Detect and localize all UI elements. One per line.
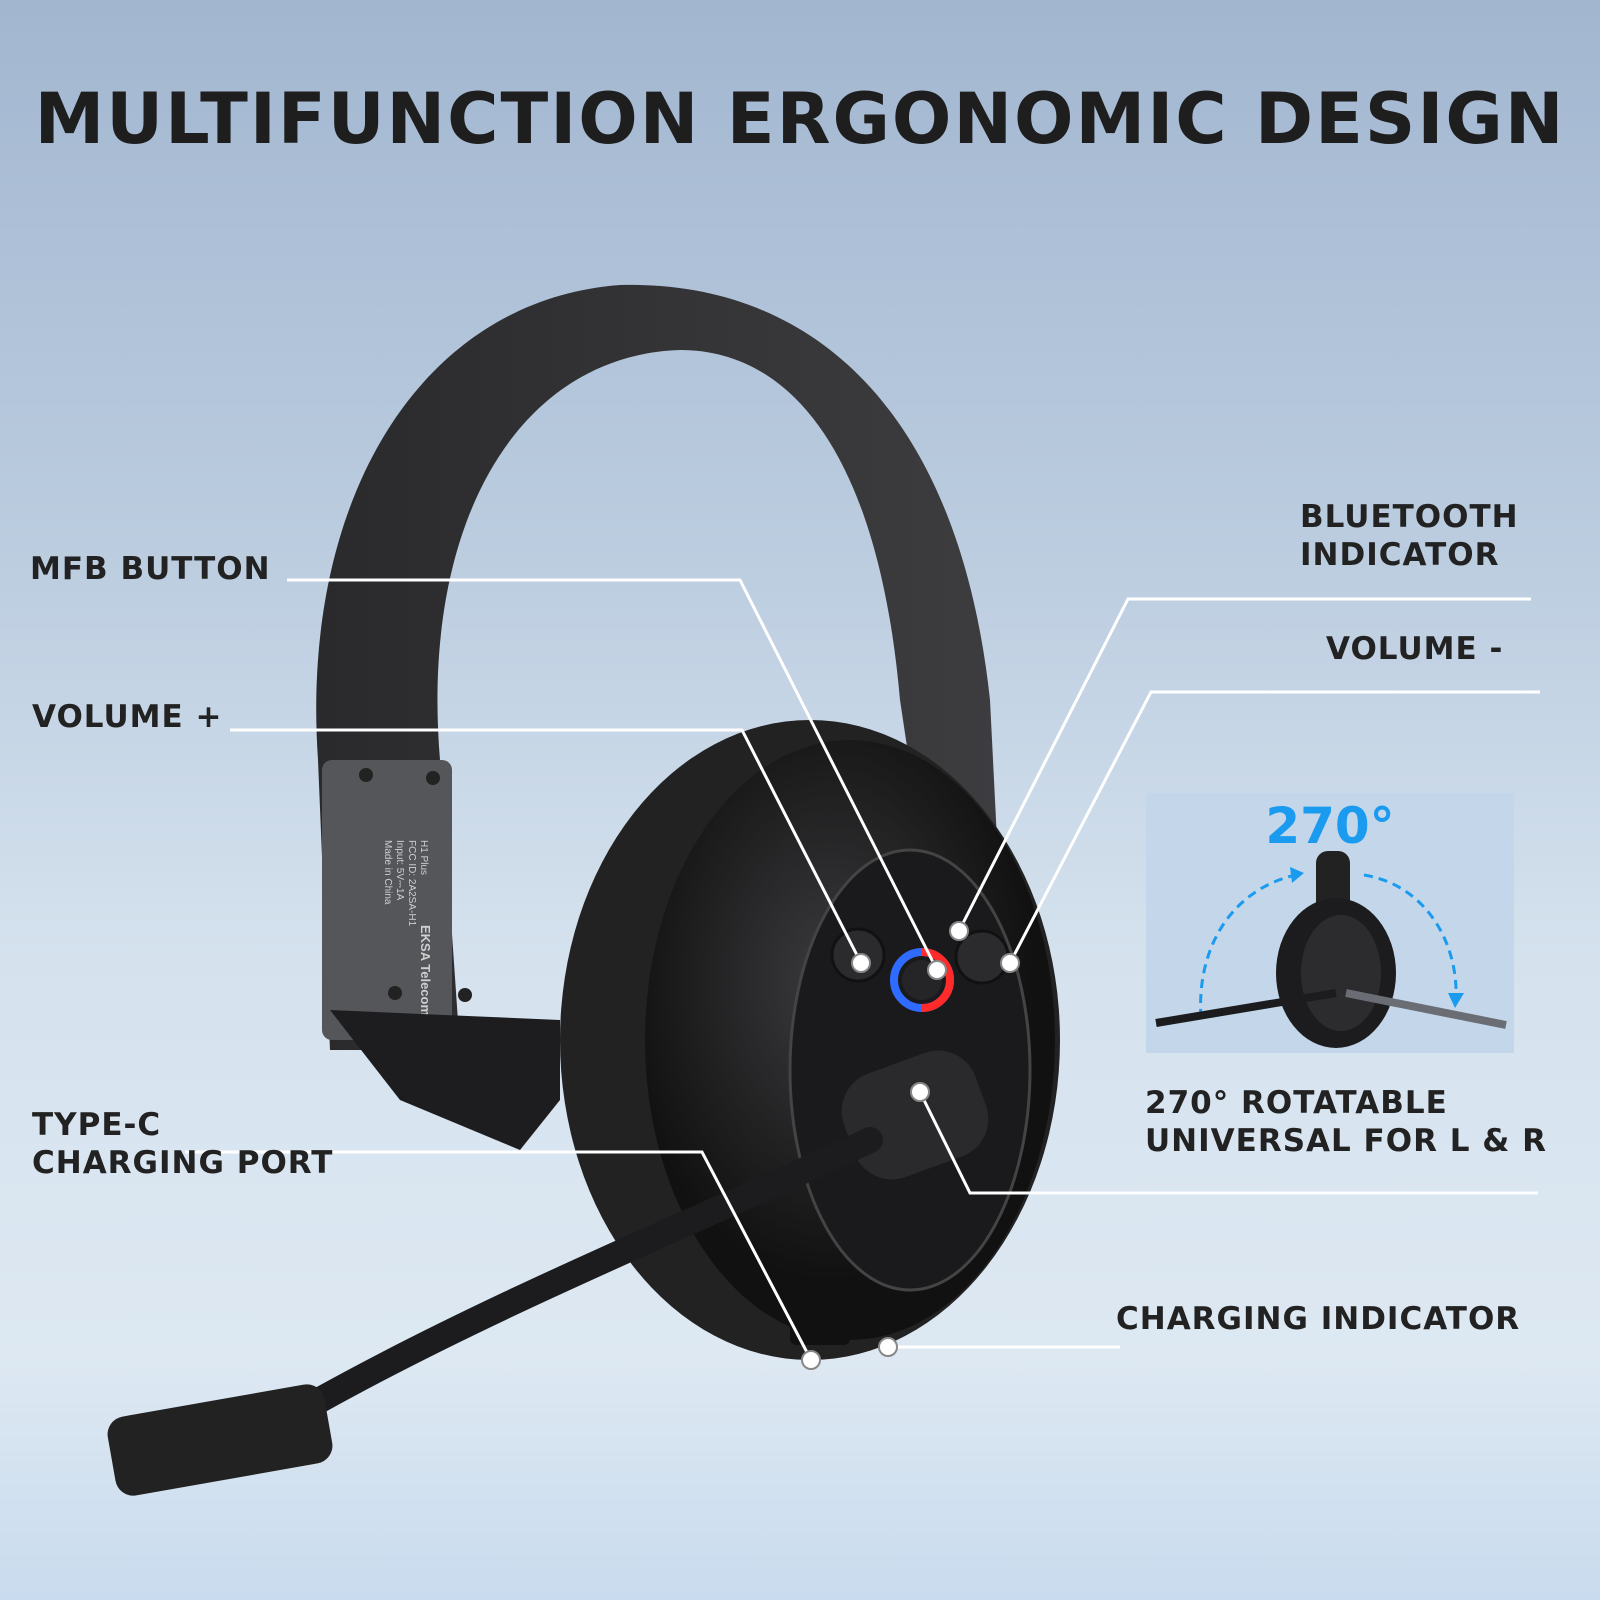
mfb-leader bbox=[287, 578, 939, 971]
label-mfb-button: MFB BUTTON bbox=[30, 551, 271, 587]
headband-slider-panel bbox=[322, 760, 452, 1040]
mic-boom bbox=[307, 1127, 883, 1413]
headband bbox=[316, 284, 1001, 1050]
product-brand: EKSA Telecom bbox=[418, 925, 433, 1016]
callout-dots bbox=[801, 921, 1020, 1370]
label-volume-down: VOLUME - bbox=[1326, 631, 1504, 667]
label-typec-port: TYPE-C CHARGING PORT bbox=[32, 1106, 333, 1182]
volume-up-leader bbox=[230, 728, 863, 964]
rotate-arrow-left-icon bbox=[1199, 873, 1297, 1019]
label-typec-line2: CHARGING PORT bbox=[32, 1145, 334, 1181]
product-input: Input: 5V⎓1A bbox=[394, 840, 405, 901]
product-origin: Made in China bbox=[382, 840, 393, 905]
rotation-diagram bbox=[1155, 851, 1507, 1048]
product-model: H1 Plus bbox=[418, 840, 429, 875]
rotation-inset: 270° bbox=[1146, 793, 1514, 1053]
volume-down-leader bbox=[1008, 690, 1540, 964]
rotation-degrees: 270° bbox=[1265, 797, 1395, 855]
callout-lines bbox=[185, 578, 1540, 1361]
typec-leader bbox=[185, 1150, 813, 1361]
label-rotatable-line1: 270° ROTATABLE bbox=[1145, 1085, 1448, 1121]
label-bluetooth-line1: BLUETOOTH bbox=[1300, 499, 1519, 535]
product-fcc: FCC ID: 2A2SA-H1 bbox=[406, 840, 417, 927]
label-rotatable: 270° ROTATABLE UNIVERSAL FOR L & R bbox=[1145, 1084, 1547, 1160]
label-typec-line1: TYPE-C bbox=[32, 1107, 162, 1143]
page-title: MULTIFUNCTION ERGONOMIC DESIGN bbox=[34, 78, 1566, 160]
label-bluetooth-indicator: BLUETOOTH INDICATOR bbox=[1300, 498, 1519, 574]
label-rotatable-line2: UNIVERSAL FOR L & R bbox=[1145, 1123, 1547, 1159]
rotate-arrow-right-icon bbox=[1363, 873, 1458, 999]
label-charging-indicator: CHARGING INDICATOR bbox=[1116, 1301, 1521, 1337]
mic-tip bbox=[107, 1384, 333, 1496]
label-volume-up: VOLUME + bbox=[32, 699, 223, 735]
bluetooth-leader bbox=[957, 597, 1531, 932]
label-bluetooth-line2: INDICATOR bbox=[1300, 537, 1500, 573]
rotatable-leader bbox=[918, 1091, 1538, 1195]
